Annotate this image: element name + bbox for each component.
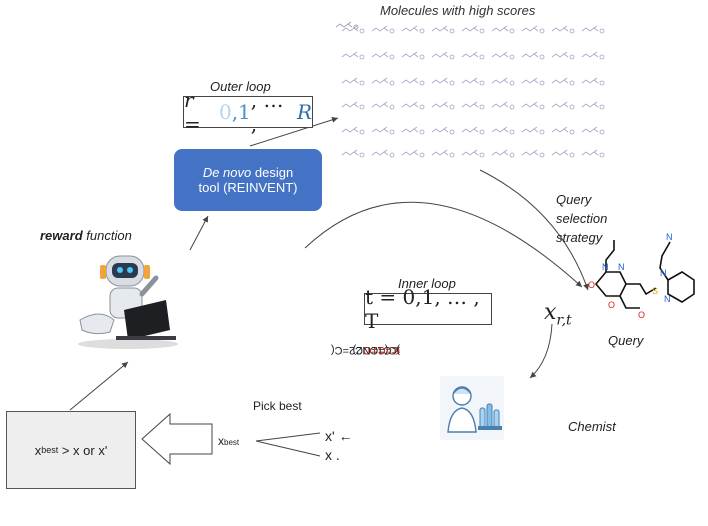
result-rest: > x or x'	[61, 442, 108, 458]
svg-text:N: N	[602, 262, 609, 272]
pick-line-top	[255, 432, 321, 442]
x-best-sub: best	[224, 438, 240, 447]
strategy-line-2: selection	[556, 211, 608, 226]
svg-text:N: N	[664, 294, 671, 304]
x-sub: r,t	[556, 312, 572, 329]
r-value-0: 0	[218, 100, 232, 124]
r-value-R: R	[296, 100, 312, 124]
query-variable: xr,t	[544, 300, 572, 328]
design-tool-box: De novo design tool (REINVENT)	[174, 149, 322, 211]
pick-line-bottom	[255, 440, 321, 457]
design-tool-italic: De novo	[202, 165, 252, 180]
arrow-result-to-robot	[69, 361, 129, 411]
x-base: x	[544, 300, 557, 325]
inner-loop-label: Inner loop	[398, 276, 456, 291]
result-sub: best	[41, 445, 59, 455]
chemist-with-test-tubes-icon	[440, 376, 504, 440]
reward-rest: function	[86, 228, 132, 243]
r-prefix: r =	[184, 88, 201, 136]
result-x: x	[34, 442, 42, 458]
arrow-big-arc	[304, 201, 583, 288]
smiles-suffix: )C(=CN2)	[352, 344, 400, 356]
molecule-grid	[335, 21, 606, 162]
query-selection-strategy: Query selection strategy	[556, 190, 607, 247]
design-tool-line2: tool (REINVENT)	[198, 180, 298, 195]
query-label: Query	[608, 333, 644, 348]
x-candidate: x .	[325, 447, 340, 463]
strategy-line-1: Query	[556, 192, 592, 207]
design-tool-rest: design	[254, 165, 294, 180]
x-prime-candidate: x' ←	[325, 428, 353, 444]
svg-text:N: N	[618, 262, 625, 272]
strategy-line-3: strategy	[556, 230, 603, 245]
outer-loop-formula: r = 0,1, … , R	[183, 88, 313, 136]
x-best-base: x	[218, 434, 224, 448]
outer-loop-label: Outer loop	[210, 79, 271, 94]
molecule-structure-icon	[335, 21, 605, 158]
svg-text:O: O	[608, 300, 615, 310]
smiles-string: x:C1=CC2=C(C=C1O)C(=CN2)	[331, 342, 402, 512]
arrow-tool-to-molecules	[249, 116, 339, 147]
reward-bold: reward	[40, 228, 83, 243]
r-value-1: ,1	[231, 100, 251, 124]
svg-text:S: S	[652, 286, 658, 296]
x-best-label: xbest	[218, 434, 239, 448]
pick-best-label: Pick best	[253, 399, 302, 413]
svg-text:O: O	[638, 310, 645, 320]
inner-loop-formula: t = 0,1, … , T	[364, 285, 492, 333]
r-ellipsis: , … ,	[250, 88, 284, 136]
svg-text:N: N	[660, 268, 667, 278]
svg-text:O: O	[588, 280, 595, 290]
hollow-arrow-left	[141, 412, 213, 466]
robot-with-laptop-icon	[78, 255, 178, 349]
molecules-title: Molecules with high scores	[380, 3, 536, 18]
arrow-query-to-chemist	[529, 323, 553, 379]
reward-function-label: reward function	[40, 228, 132, 243]
chemist-label: Chemist	[568, 419, 616, 434]
arrow-molecules-to-query	[479, 169, 589, 291]
svg-text:N: N	[666, 232, 673, 242]
arrow-reward-to-tool	[189, 215, 209, 251]
